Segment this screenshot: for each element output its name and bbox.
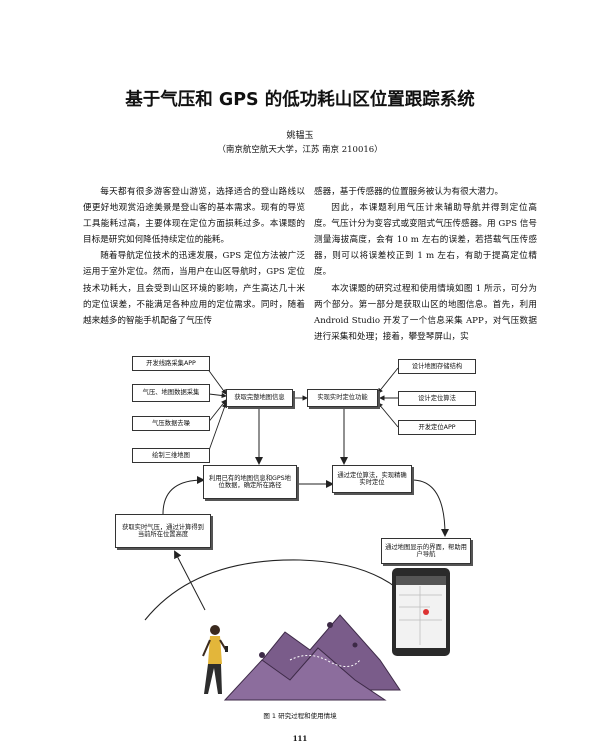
box-use-map: 利用已有的地图信息和GPS地位数据，确定所在路径 (203, 465, 297, 499)
page-number: 111 (292, 734, 308, 743)
phone-icon (392, 568, 450, 656)
box-denoise: 气压数据去噪 (132, 416, 210, 431)
connector (162, 476, 205, 515)
paper-title: 基于气压和 GPS 的低功耗山区位置跟踪系统 (125, 90, 475, 110)
box-show-ui: 通过地图显示的界面，帮助用户导航 (381, 538, 471, 564)
connector (377, 367, 399, 394)
box-dev-locate: 开发定位APP (398, 420, 476, 435)
paragraph: 随着导航定位技术的迅速发展，GPS 定位方法被广泛运用于室外定位。然而，当用户在… (83, 251, 305, 326)
author: 姚韫玉 (286, 131, 314, 141)
connector (206, 367, 227, 395)
connector (411, 479, 449, 537)
box-algo-locate: 通过定位算法，实现精确实时定位 (332, 465, 412, 493)
connector (174, 550, 206, 611)
box-design-storage: 设计地图存储结构 (398, 359, 476, 374)
box-pressure-map-collect: 气压、地图数据采集 (132, 384, 210, 402)
usage-arc (144, 559, 411, 621)
figure-caption: 图 1 研究过程和使用情境 (263, 712, 337, 720)
hiker-icon (202, 625, 228, 694)
box-draw-3d: 绘制三维地图 (132, 448, 210, 463)
box-get-map: 获取完整地图信息 (226, 389, 293, 407)
paragraph: 因此，本课题利用气压计来辅助导航并得到定位高度。气压计分为变容式或变阻式气压传感… (314, 203, 537, 278)
right-column: 感器，基于传感器的位置服务被认为有很大潜力。 因此，本课题利用气压计来辅助导航并… (314, 184, 537, 345)
left-column: 每天都有很多游客登山游览，选择适合的登山路线以便更好地观赏沿途美景是登山客的基本… (83, 184, 305, 329)
paragraph: 每天都有很多游客登山游览，选择适合的登山路线以便更好地观赏沿途美景是登山客的基本… (83, 187, 305, 246)
paragraph: 本次课题的研究过程和使用情境如图 1 所示，可分为两个部分。第一部分是获取山区的… (314, 283, 537, 342)
connector (206, 402, 228, 457)
mountains-illustration (223, 614, 401, 701)
affiliation: （南京航空航天大学，江苏 南京 210016） (217, 145, 383, 155)
box-dev-app: 开发线路采集APP (132, 356, 210, 371)
box-get-pressure: 获取实时气压，通过计算得到当前所在位置高度 (115, 514, 211, 548)
box-design-algo: 设计定位算法 (398, 391, 476, 406)
connector (377, 402, 399, 428)
paragraph: 感器，基于传感器的位置服务被认为有很大潜力。 (314, 187, 504, 197)
connector (208, 392, 227, 399)
box-realtime: 实现实时定位功能 (307, 389, 378, 407)
